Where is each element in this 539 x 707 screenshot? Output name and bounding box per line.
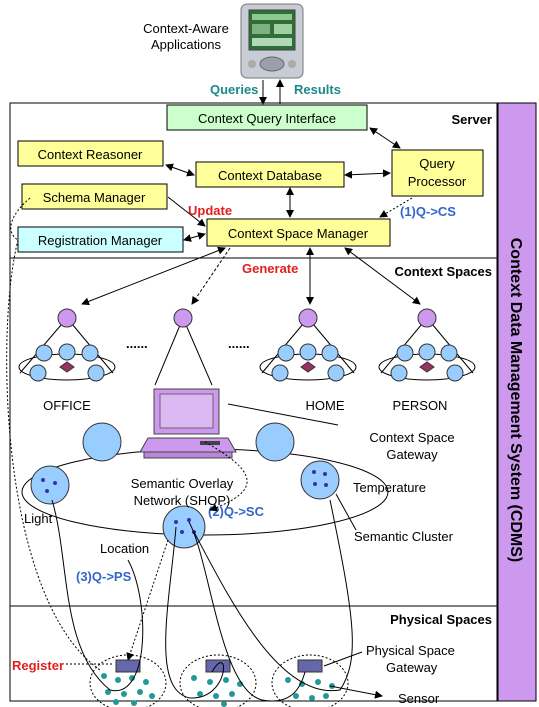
temperature-label: Temperature (353, 480, 426, 495)
physical-space-2 (179, 654, 257, 707)
network-label-1: Semantic Overlay (131, 476, 234, 491)
home-label: HOME (306, 398, 345, 413)
context-spaces-label: Context Spaces (394, 264, 492, 279)
q-ps-label: (3)Q->PS (76, 569, 132, 584)
apps-label-1: Context-Aware (143, 21, 229, 36)
physical-gateway-label-1: Physical Space (366, 643, 455, 658)
server-label: Server (452, 112, 492, 127)
schema-manager-label: Schema Manager (43, 190, 146, 205)
person-label: PERSON (393, 398, 448, 413)
registration-manager-label: Registration Manager (38, 233, 163, 248)
cdms-title: Context Data Management System (CDMS) (507, 238, 524, 563)
sensor-label: Sensor (398, 691, 440, 706)
context-space-manager-label: Context Space Manager (228, 226, 369, 241)
physical-space-3 (271, 654, 349, 707)
context-space-home (259, 308, 357, 382)
physical-spaces-section (9, 605, 498, 702)
query-processor-box (391, 149, 484, 197)
context-space-person (378, 308, 476, 382)
context-reasoner-box (17, 140, 164, 167)
context-space-office (18, 308, 116, 382)
light-label: Light (24, 511, 53, 526)
context-space-manager-box (206, 218, 391, 247)
apps-label-2: Applications (151, 37, 222, 52)
queries-label: Queries (210, 82, 258, 97)
computer-icon (139, 388, 237, 459)
registration-path (6, 239, 101, 671)
context-database-label: Context Database (218, 168, 322, 183)
query-processor-label-1: Query (419, 156, 455, 171)
location-label: Location (100, 541, 149, 556)
physical-gateway-label-2: Gateway (386, 660, 438, 675)
results-label: Results (294, 82, 341, 97)
network-label-2: Network (SHOP) (134, 493, 231, 508)
query-processor-label-2: Processor (408, 174, 467, 189)
office-label: OFFICE (43, 398, 91, 413)
dots-1: ...... (126, 336, 148, 351)
cluster-temperature (300, 460, 340, 500)
q-cs-label: (1)Q->CS (400, 204, 456, 219)
physical-spaces-label: Physical Spaces (390, 612, 492, 627)
schema-manager-box (21, 183, 168, 210)
context-database-box (195, 161, 345, 188)
context-query-interface-label: Context Query Interface (198, 111, 336, 126)
generate-label: Generate (242, 261, 298, 276)
physical-space-1 (89, 654, 167, 707)
semantic-cluster-label: Semantic Cluster (354, 529, 454, 544)
update-label: Update (188, 203, 232, 218)
cluster-location (162, 505, 206, 549)
cluster-top-right (255, 422, 295, 462)
context-query-interface-box (166, 104, 368, 131)
gateway-label-1: Context Space (369, 430, 454, 445)
gateway-label-2: Gateway (386, 447, 438, 462)
pda-device-icon (240, 3, 304, 79)
context-space-middle (154, 308, 213, 386)
cdms-title-band (497, 102, 537, 702)
context-reasoner-label: Context Reasoner (38, 147, 143, 162)
dots-2: ...... (228, 336, 250, 351)
q-sc-label: (2)Q->SC (208, 504, 265, 519)
cluster-top-left (82, 422, 122, 462)
register-label: Register (12, 658, 64, 673)
cluster-light (30, 465, 70, 505)
